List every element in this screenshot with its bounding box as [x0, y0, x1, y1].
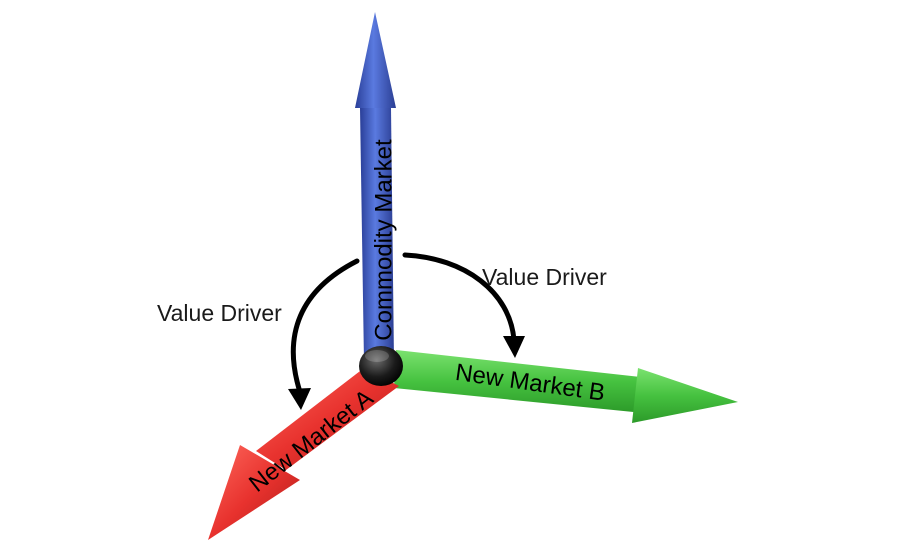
value-driver-left-label: Value Driver — [157, 300, 282, 326]
new-market-b-arrow — [394, 350, 738, 423]
axis-hub — [359, 346, 403, 386]
new-market-b-shaft — [394, 350, 650, 413]
commodity-market-arrowhead — [355, 12, 396, 108]
value-driver-right-arrow — [402, 252, 517, 343]
value-driver-right-arrowhead — [503, 336, 525, 358]
new-market-a-arrow — [208, 368, 399, 540]
value-driver-right-label: Value Driver — [482, 264, 607, 290]
commodity-market-arrow — [355, 12, 396, 362]
new-market-a-shaft — [256, 368, 399, 470]
value-driver-left-arrowhead — [288, 388, 311, 410]
value-driver-left-arrow — [290, 258, 360, 395]
new-market-b-arrowhead — [632, 368, 738, 423]
new-market-a-arrowhead — [208, 445, 300, 540]
commodity-market-label: Commodity Market — [370, 139, 397, 341]
commodity-market-shaft — [360, 108, 394, 362]
new-market-a-label: New Market A — [244, 384, 378, 497]
